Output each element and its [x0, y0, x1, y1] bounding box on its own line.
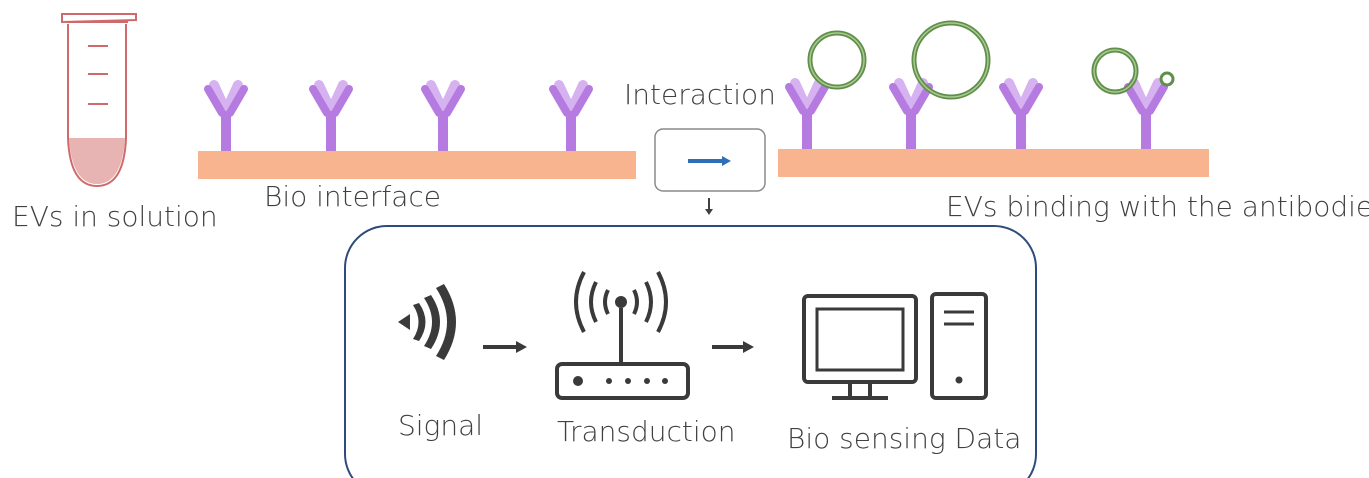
signal-label: Signal: [398, 409, 484, 442]
antibody-icon: [1124, 78, 1168, 149]
vesicle-icon: [1159, 71, 1175, 87]
interaction-label: Interaction: [624, 78, 776, 111]
test-tube-icon: [61, 13, 137, 188]
bio-sensing-data-label: Bio sensing Data: [787, 422, 1022, 455]
antibody-icon: [999, 78, 1043, 149]
antibody-icon: [889, 78, 933, 149]
sensing-panel: [344, 225, 1037, 478]
arrow-down-icon: [705, 198, 713, 215]
vesicle-icon: [807, 30, 867, 90]
arrow-right-icon: [483, 341, 527, 353]
binding-surface: [778, 149, 1209, 177]
router-icon: [555, 271, 690, 400]
evs-binding-label: EVs binding with the antibodies: [946, 190, 1369, 223]
antibody-icon: [309, 80, 353, 151]
computer-icon: [802, 292, 988, 400]
vesicle-icon: [1091, 47, 1139, 95]
antibody-icon: [204, 80, 248, 151]
bio-interface-label: Bio interface: [264, 180, 442, 213]
antibody-icon: [421, 80, 465, 151]
arrow-right-icon: [712, 341, 754, 353]
bio-interface-surface: [198, 151, 636, 179]
antibody-icon: [785, 78, 829, 149]
router-leds: [573, 376, 668, 386]
antibody-icon: [549, 80, 593, 151]
vesicle-icon: [911, 20, 991, 100]
arrow-right-icon: [688, 156, 731, 166]
computer-power-dot: [955, 376, 963, 384]
transduction-label: Transduction: [557, 415, 736, 448]
evs-in-solution-label: EVs in solution: [12, 200, 218, 233]
signal-icon: [398, 284, 456, 360]
